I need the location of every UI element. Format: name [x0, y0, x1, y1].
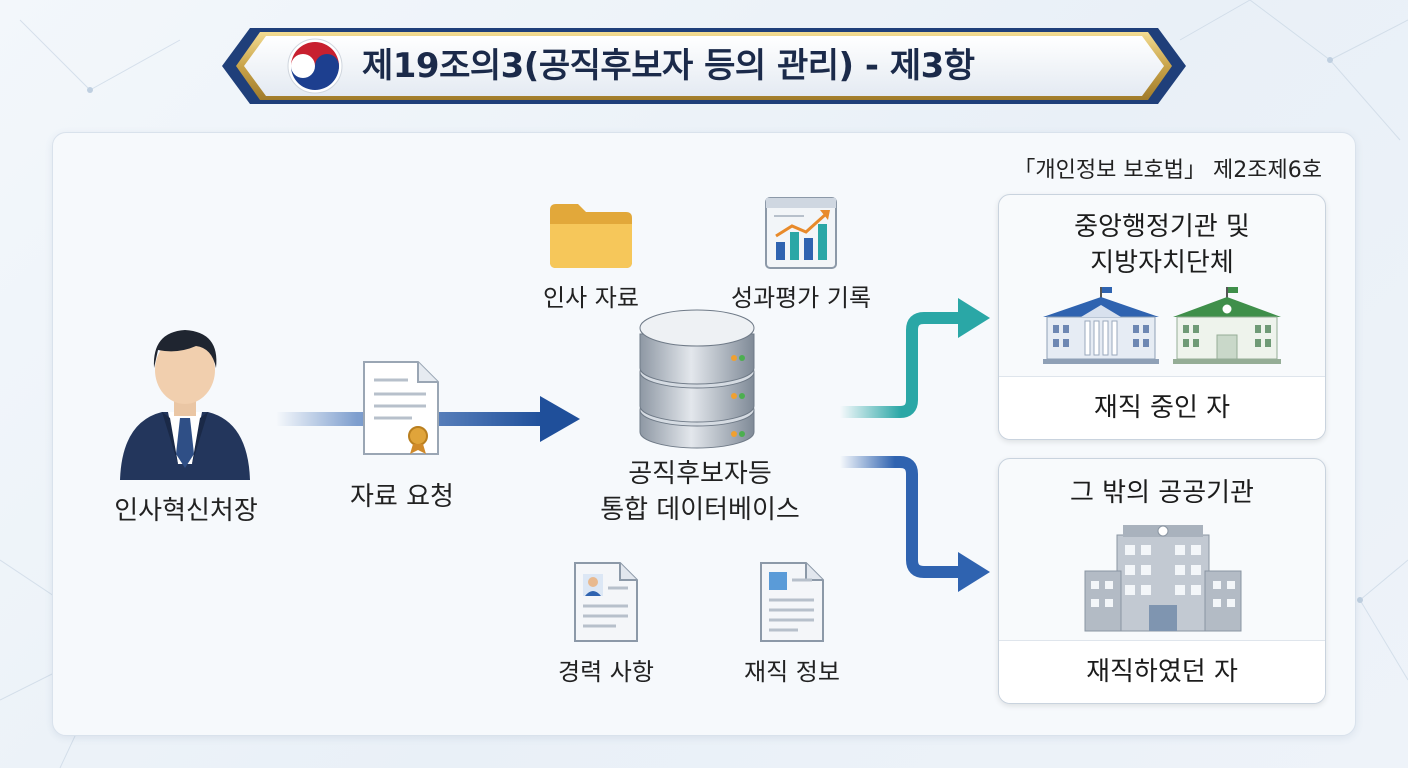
government-buildings-icon	[1043, 287, 1281, 364]
law-reference: 「개인정보 보호법」 제2조제6호	[1013, 158, 1322, 183]
source-label-hr: 인사 자료	[543, 284, 639, 312]
official-person-icon	[120, 330, 250, 480]
public-building-icon	[1084, 525, 1242, 632]
actor-label: 인사혁신처장	[114, 496, 258, 526]
arrow-to-other-public	[840, 456, 990, 592]
growth-chart-icon	[765, 197, 837, 269]
target-box-other-public: 그 밖의 공공기관 재직하였던 자	[998, 458, 1326, 704]
target-heading-line2: 지방자치단체	[1090, 248, 1234, 278]
target-footer-central-local: 재직 중인 자	[999, 376, 1325, 439]
source-label-career: 경력 사항	[558, 658, 654, 686]
source-label-performance: 성과평가 기록	[730, 284, 872, 312]
database-label-line1: 공직후보자등	[628, 459, 772, 489]
taegeuk-emblem-icon	[287, 38, 343, 94]
request-label: 자료 요청	[350, 482, 454, 512]
page-title: 제19조의3(공직후보자 등의 관리) - 제3항	[362, 46, 975, 86]
title-banner: 제19조의3(공직후보자 등의 관리) - 제3항	[222, 24, 1186, 108]
source-label-employment: 재직 정보	[744, 658, 840, 686]
certificate-document-icon	[363, 361, 439, 455]
database-label: 공직후보자등 통합 데이터베이스	[580, 456, 820, 528]
folder-icon	[550, 204, 632, 268]
arrow-to-central-local	[840, 298, 990, 418]
target-heading-line1: 중앙행정기관 및	[1074, 212, 1250, 242]
database-server-icon	[639, 309, 755, 449]
target-heading-other-public: 그 밖의 공공기관	[1070, 478, 1254, 508]
resume-document-icon	[574, 562, 638, 642]
database-label-line2: 통합 데이터베이스	[600, 495, 800, 525]
banner-frame	[222, 28, 1186, 104]
target-box-central-local: 중앙행정기관 및 지방자치단체 재직 중인 자	[998, 194, 1326, 440]
target-heading-central-local: 중앙행정기관 및 지방자치단체	[999, 209, 1325, 281]
target-footer-other-public: 재직하였던 자	[999, 640, 1325, 703]
employment-document-icon	[760, 562, 824, 642]
